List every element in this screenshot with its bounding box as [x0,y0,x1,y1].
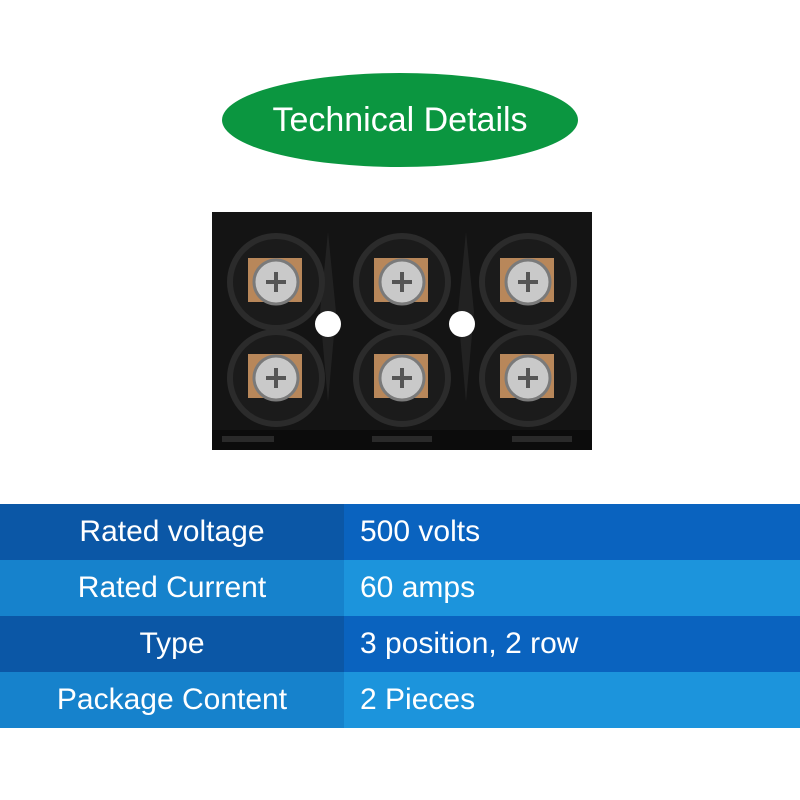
technical-details-badge: Technical Details [222,73,578,167]
spec-value: 60 amps [344,560,800,616]
spec-row-package-content: Package Content 2 Pieces [0,672,800,728]
spec-label: Package Content [0,672,344,728]
spec-label: Type [0,616,344,672]
spec-label: Rated Current [0,560,344,616]
terminal-bottom-2 [353,329,451,427]
spec-value: 2 Pieces [344,672,800,728]
terminal-bottom-1 [227,329,325,427]
spec-row-type: Type 3 position, 2 row [0,616,800,672]
mounting-hole-left [315,311,341,337]
spec-row-rated-voltage: Rated voltage 500 volts [0,504,800,560]
spec-value: 3 position, 2 row [344,616,800,672]
mounting-hole-right [449,311,475,337]
terminal-top-3 [479,233,577,331]
terminal-block-image [212,212,592,450]
specs-table: Rated voltage 500 volts Rated Current 60… [0,504,800,728]
spec-value: 500 volts [344,504,800,560]
spec-label: Rated voltage [0,504,344,560]
technical-details-title: Technical Details [272,100,528,139]
spec-row-rated-current: Rated Current 60 amps [0,560,800,616]
terminal-bottom-3 [479,329,577,427]
terminal-top-2 [353,233,451,331]
terminal-top-1 [227,233,325,331]
